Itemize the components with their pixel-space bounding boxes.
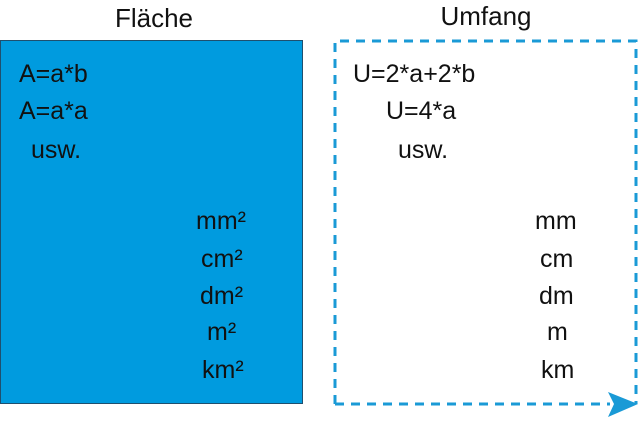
area-unit-dm2: dm² [200, 282, 244, 310]
perimeter-formula-1: U=2*a+2*b [353, 60, 476, 88]
perimeter-title: Umfang [440, 1, 532, 31]
perimeter-unit-mm: mm [535, 207, 577, 235]
area-formula-2: A=a*a [19, 97, 88, 125]
perimeter-unit-dm: dm [539, 282, 574, 310]
area-unit-m2: m² [207, 318, 237, 346]
perimeter-unit-km: km [541, 356, 575, 384]
area-unit-km2: km² [202, 356, 244, 384]
perimeter-unit-m: m [547, 318, 568, 346]
area-box [0, 40, 303, 404]
area-formula-1: A=a*b [19, 60, 88, 88]
area-formula-etc: usw. [31, 136, 82, 164]
perimeter-formula-2: U=4*a [386, 97, 457, 125]
perimeter-formula-etc: usw. [398, 136, 449, 164]
area-unit-cm2: cm² [201, 245, 243, 273]
area-title: Fläche [114, 3, 194, 33]
area-unit-mm2: mm² [196, 207, 246, 235]
arrow-right-icon [608, 392, 638, 417]
perimeter-unit-cm: cm [540, 245, 574, 273]
